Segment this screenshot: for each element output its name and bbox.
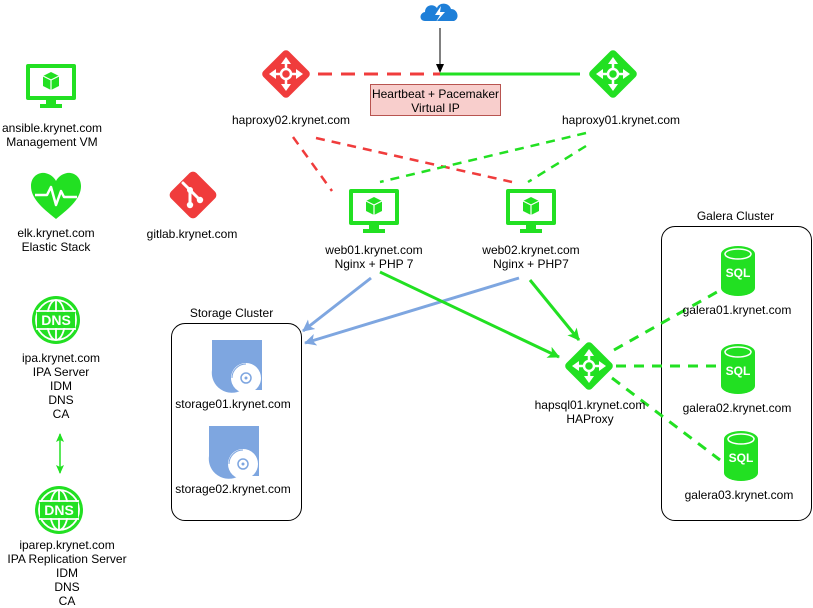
git-icon <box>169 171 217 219</box>
web02-hapsql-line <box>528 279 581 341</box>
vip-line-1: Heartbeat + Pacemaker <box>371 87 500 101</box>
node-hostname: haproxy02.krynet.com <box>231 113 351 127</box>
node-service: DNS <box>48 393 74 407</box>
node-service: CA <box>58 594 76 608</box>
vm-monitor-icon <box>349 189 399 233</box>
vip-line-2: Virtual IP <box>411 101 460 115</box>
web02-label: web02.krynet.com Nginx + PHP7 <box>466 243 596 271</box>
gitlab-label: gitlab.krynet.com <box>132 227 252 241</box>
galera-cluster-title: Galera Cluster <box>696 209 775 223</box>
web01-label: web01.krynet.com Nginx + PHP 7 <box>309 243 439 271</box>
cloud-icon <box>420 3 458 22</box>
node-hostname: haproxy01.krynet.com <box>561 113 681 127</box>
haproxy02-label: haproxy02.krynet.com <box>216 113 366 127</box>
galera03-label: galera03.krynet.com <box>672 488 806 502</box>
ansible-label: ansible.krynet.com Management VM <box>0 121 104 149</box>
vm-monitor-icon <box>506 189 556 233</box>
node-service: IDM <box>50 379 72 393</box>
galera01-label: galera01.krynet.com <box>670 303 804 317</box>
node-hostname: storage01.krynet.com <box>175 397 291 411</box>
haproxy01-label: haproxy01.krynet.com <box>546 113 696 127</box>
node-role: Nginx + PHP 7 <box>334 257 414 271</box>
dns-icon-text: DNS <box>44 502 74 518</box>
dns-globe-icon: DNS <box>32 296 80 344</box>
dns-icon-text: DNS <box>41 312 71 328</box>
node-service: CA <box>52 407 70 421</box>
storage-disk-icon <box>211 340 262 393</box>
node-role: IPA Replication Server <box>7 552 127 566</box>
node-hostname: gitlab.krynet.com <box>146 227 238 241</box>
node-hostname: elk.krynet.com <box>17 226 95 240</box>
node-hostname: web01.krynet.com <box>325 243 423 257</box>
web02-storage-line <box>304 276 520 346</box>
storage01-label: storage01.krynet.com <box>171 397 295 411</box>
haproxy02-web02-line <box>315 136 513 184</box>
node-hostname: galera03.krynet.com <box>684 488 794 502</box>
node-role: Management VM <box>6 135 98 149</box>
router-icon <box>565 342 613 390</box>
haproxy02-web01-line <box>291 136 334 192</box>
node-role: HAProxy <box>566 412 614 426</box>
sql-icon-text: SQL <box>729 451 754 465</box>
ipa-label: ipa.krynet.com IPA Server IDM DNS CA <box>6 351 116 421</box>
node-hostname: ipa.krynet.com <box>21 351 101 365</box>
node-hostname: ansible.krynet.com <box>1 121 103 135</box>
node-service: IDM <box>56 566 78 580</box>
hapsql01-label: hapsql01.krynet.com HAProxy <box>525 398 655 426</box>
node-hostname: galera01.krynet.com <box>682 303 792 317</box>
iparep-label: iparep.krynet.com IPA Replication Server… <box>0 538 134 608</box>
node-hostname: iparep.krynet.com <box>19 538 115 552</box>
sql-icon-text: SQL <box>726 364 751 378</box>
sql-database-icon: SQL <box>721 246 755 296</box>
node-role: IPA Server <box>32 365 90 379</box>
web01-storage-line <box>302 276 372 333</box>
node-role: Elastic Stack <box>21 240 91 254</box>
node-hostname: web02.krynet.com <box>482 243 580 257</box>
router-icon <box>589 50 637 98</box>
sql-icon-text: SQL <box>726 266 751 280</box>
virtual-ip-box: Heartbeat + Pacemaker Virtual IP <box>370 84 501 116</box>
sql-database-icon: SQL <box>721 344 755 394</box>
elk-label: elk.krynet.com Elastic Stack <box>0 226 112 254</box>
web01-hapsql-line <box>379 270 560 359</box>
haproxy01-web01-line <box>379 131 587 184</box>
vm-monitor-icon <box>26 64 76 108</box>
node-service: DNS <box>54 580 80 594</box>
sql-database-icon: SQL <box>724 431 758 481</box>
node-hostname: hapsql01.krynet.com <box>534 398 646 412</box>
storage-cluster-title: Storage Cluster <box>189 306 274 320</box>
node-hostname: galera02.krynet.com <box>682 401 792 415</box>
hapsql-galera01-line <box>613 290 718 352</box>
node-hostname: storage02.krynet.com <box>175 482 291 496</box>
storage02-label: storage02.krynet.com <box>171 482 295 496</box>
node-role: Nginx + PHP7 <box>493 257 569 271</box>
dns-globe-icon: DNS <box>35 486 83 534</box>
storage-disk-icon <box>208 426 259 479</box>
haproxy01-web02-line <box>527 144 587 184</box>
hapsql-galera03-line <box>611 376 721 462</box>
router-icon <box>262 50 310 98</box>
heart-pulse-icon <box>31 172 81 219</box>
galera02-label: galera02.krynet.com <box>670 401 804 415</box>
